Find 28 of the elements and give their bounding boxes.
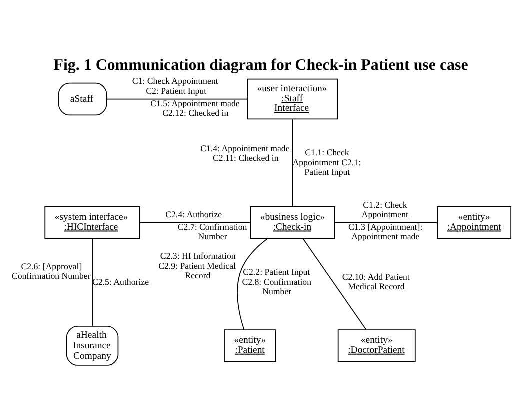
label: C2.4: Authorize	[166, 209, 222, 220]
connector	[292, 118, 294, 207]
diagram-title: Fig. 1 Communication diagram for Check-in Patient use case	[54, 56, 468, 74]
node-box: «entity» :DoctorPatient	[338, 329, 416, 362]
node-box: «entity» :Appointment	[437, 206, 512, 239]
label: C2.7: Confirmation Number	[178, 221, 248, 242]
connector	[302, 238, 367, 330]
node-box: aHealth Insurance Company	[66, 326, 119, 366]
node-box: «entity» :Patient	[224, 329, 276, 362]
label: C1.2: Check Appointment	[362, 199, 408, 220]
node-box: «system interface» :HICInterface	[44, 206, 140, 239]
label: C1.3 [Appointment]: Appointment made	[348, 221, 423, 242]
label: C2.3: HI Information C2.9: Patient Medical Record	[158, 250, 236, 280]
node-box: «business logic» :Check-in	[250, 206, 336, 239]
label: C2.6: [Approval] Confirmation Number	[12, 260, 91, 281]
label: C2.2: Patient Input C2.8: Confirmation Number	[242, 266, 312, 296]
connector	[140, 222, 251, 223]
connector	[237, 238, 268, 330]
label: C1.4: Appointment made C2.11: Checked in	[200, 142, 290, 163]
node-box: aStaff	[58, 82, 108, 116]
label: C1.1: Check Appointment C2.1: Patient Input	[292, 147, 362, 177]
connector	[334, 222, 438, 223]
label: C2.10: Add Patient Medical Record	[342, 271, 410, 292]
label: C1: Check Appointment C2: Patient Input	[132, 76, 218, 96]
connector	[92, 238, 93, 326]
connector	[106, 98, 248, 100]
label: C1.5: Appointment made C2.12: Checked in	[150, 98, 240, 118]
node-box: «user interaction» :Staff Interface	[247, 78, 338, 120]
